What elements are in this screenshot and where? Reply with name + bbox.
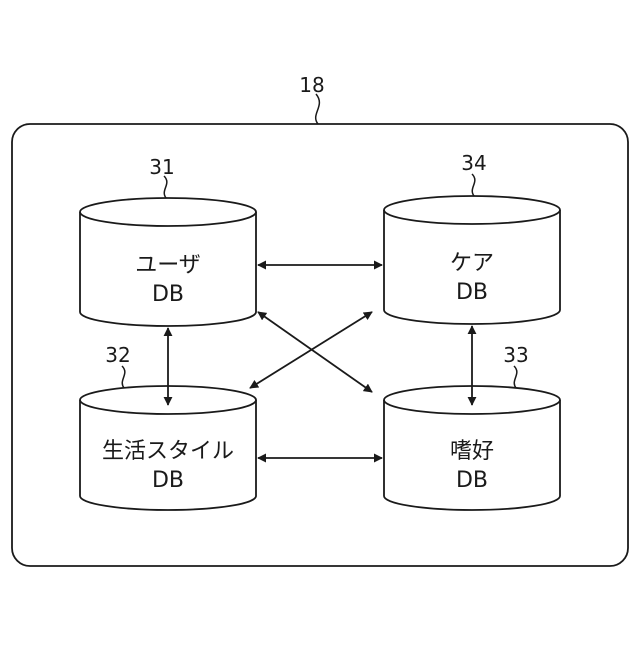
system-ref-leader [316,94,320,124]
user-db-label-line2: DB [152,282,184,307]
user-db-ref-label: 31 [149,155,174,179]
preference-db-ref-label: 33 [503,343,528,367]
care-db-ref-label: 34 [461,151,486,175]
preference-db-label-line1: 嗜好 [450,439,494,464]
user-db-ref-leader [164,176,167,198]
lifestyle-db-label-line2: DB [152,468,184,493]
preference-db-ref-leader [514,366,517,388]
preference-db-label-line2: DB [456,468,488,493]
lifestyle-db-ref-leader [122,366,125,388]
system-ref-label: 18 [299,73,324,97]
user-db-label-line1: ユーザ [135,253,201,278]
lifestyle-db-label-line1: 生活スタイル [102,439,234,464]
lifestyle-db-ref-label: 32 [105,343,130,367]
care-db-label-line1: ケア [450,251,494,276]
arrow-care-lifestyle [250,312,372,388]
arrow-user-preference [258,312,372,392]
care-db-ref-leader [472,174,475,196]
care-db-label-line2: DB [456,280,488,305]
